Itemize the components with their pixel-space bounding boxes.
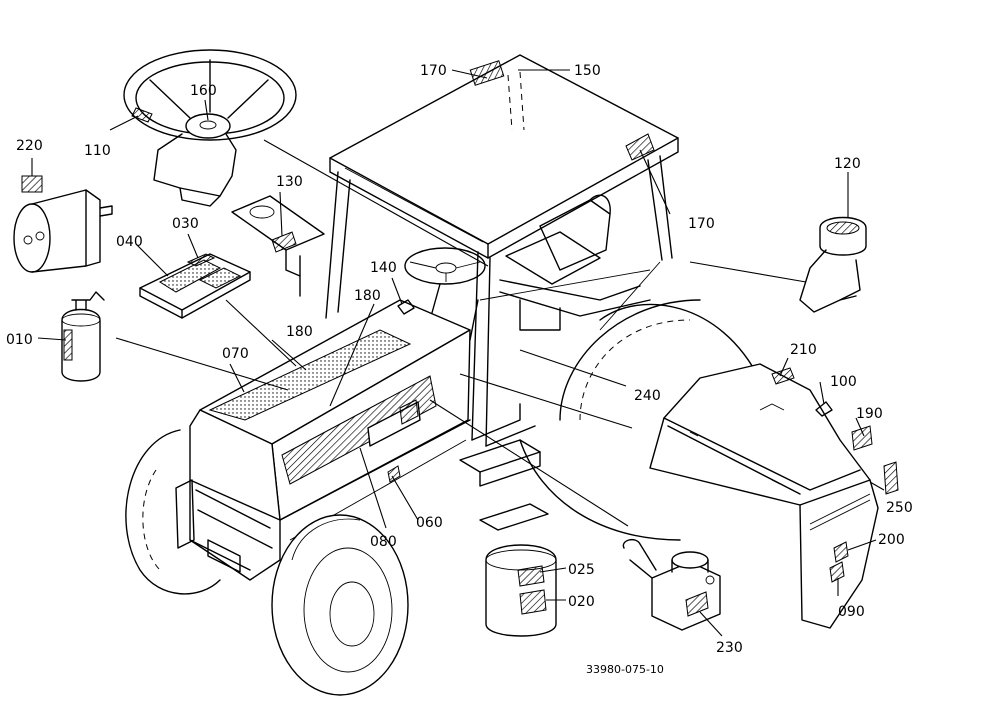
label-230: 230: [716, 640, 743, 656]
cab-frame: [325, 155, 673, 447]
label-150: 150: [574, 63, 601, 79]
part-020-025-drum: [485, 544, 557, 637]
part-230-tank: [622, 538, 721, 631]
label-240: 240: [634, 388, 661, 404]
label-130: 130: [276, 174, 303, 190]
rear-fender: [649, 363, 879, 629]
steering-wheel-assembly: [123, 49, 297, 207]
label-250: 250: [886, 500, 913, 516]
label-025: 025: [568, 562, 595, 578]
label-040: 040: [116, 234, 143, 250]
label-070: 070: [222, 346, 249, 362]
label-190: 190: [856, 406, 883, 422]
label-120: 120: [834, 156, 861, 172]
seat: [499, 194, 651, 331]
label-030: 030: [172, 216, 199, 232]
part-140-clip: [397, 299, 415, 315]
label-160: 160: [190, 83, 217, 99]
label-200: 200: [878, 532, 905, 548]
cab-roof: [329, 54, 679, 259]
label-220: 220: [16, 138, 43, 154]
label-110: 110: [84, 143, 111, 159]
label-210: 210: [790, 342, 817, 358]
leader-lines: [31, 69, 885, 637]
front-tires: [125, 429, 409, 696]
rear-tire: [519, 299, 761, 541]
steps: [459, 439, 549, 531]
part-130-bracket: [231, 195, 325, 297]
part-250-tag: [883, 461, 899, 495]
part-labels: 170 150 160 110 220 130 030 040 140 180 …: [6, 63, 913, 676]
hood: [189, 299, 471, 581]
part-010-bottle: [61, 291, 105, 382]
front-grille: [175, 479, 241, 573]
label-140: 140: [370, 260, 397, 276]
label-180-upper: 180: [354, 288, 381, 304]
part-120-filter: [799, 216, 867, 313]
label-090: 090: [838, 604, 865, 620]
label-180-lower: 180: [286, 324, 313, 340]
drawing-code: 33980-075-10: [586, 663, 664, 676]
label-060: 060: [416, 515, 443, 531]
label-010: 010: [6, 332, 33, 348]
label-170-side: 170: [688, 216, 715, 232]
part-100-pin: [815, 401, 833, 417]
part-220-assembly: [13, 175, 113, 273]
label-170-top: 170: [420, 63, 447, 79]
part-030-040-panel: [139, 253, 251, 319]
label-100: 100: [830, 374, 857, 390]
label-020: 020: [568, 594, 595, 610]
label-080: 080: [370, 534, 397, 550]
